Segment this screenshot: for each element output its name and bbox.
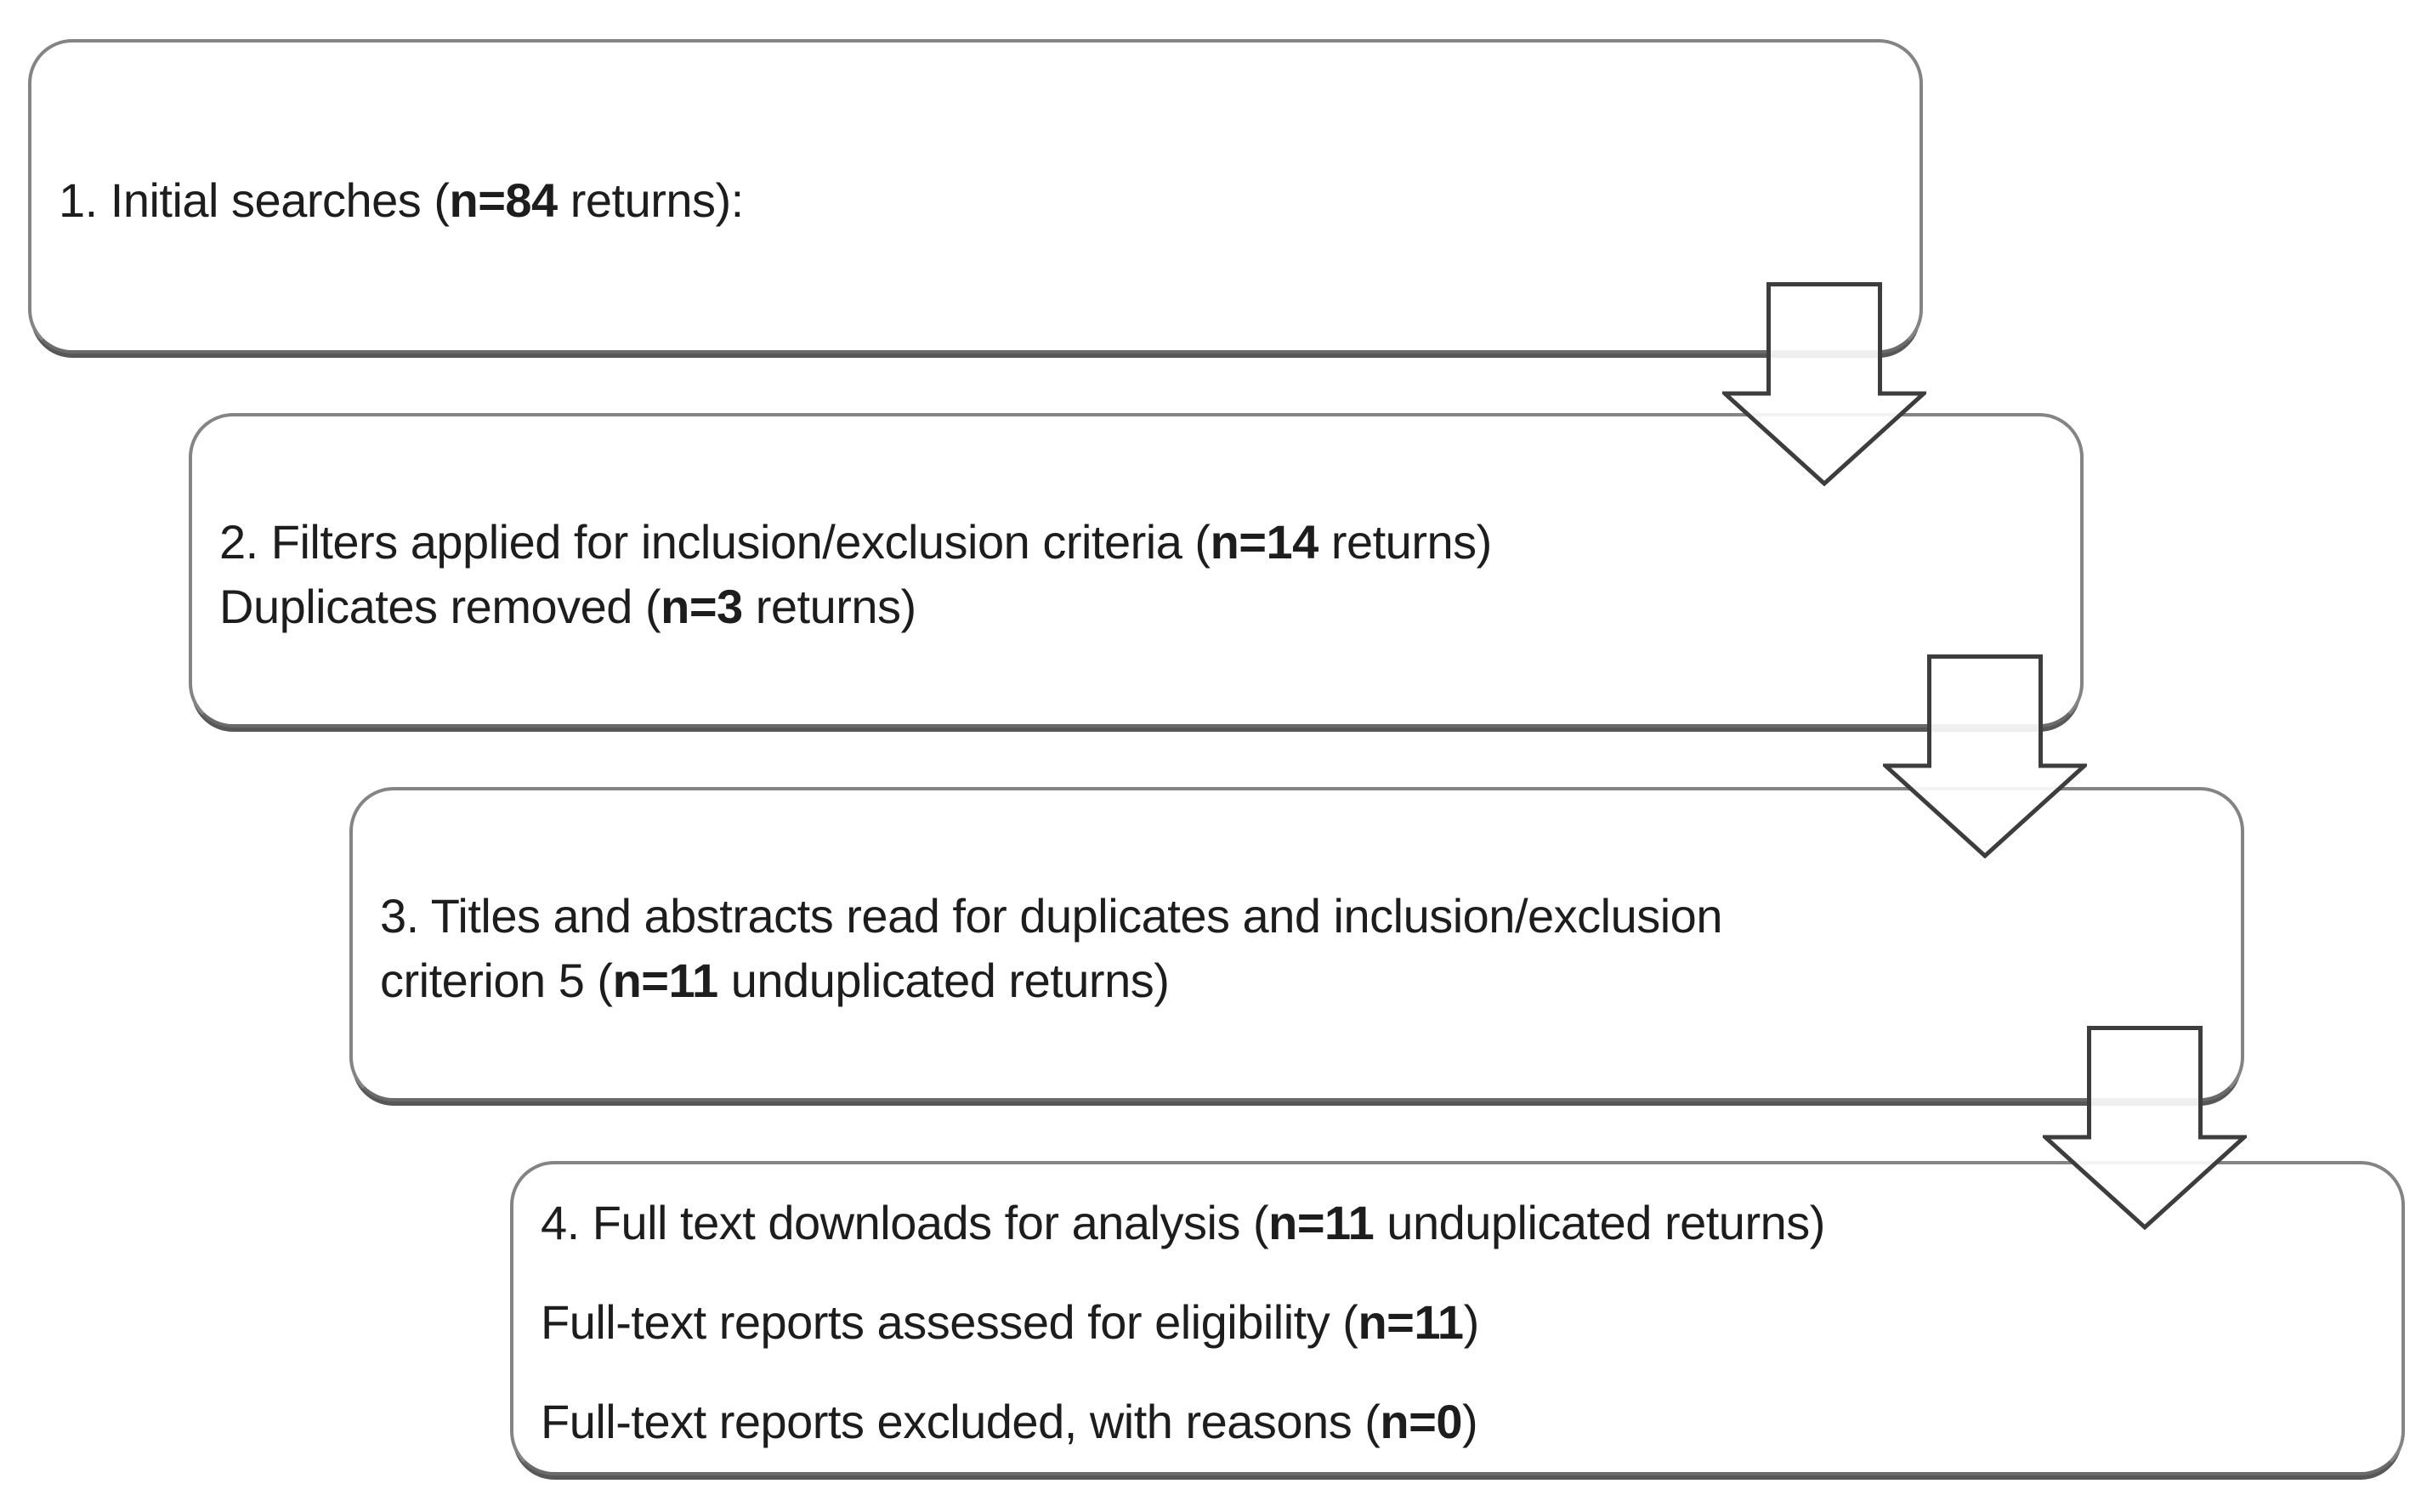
text-run: criterion 5 ( [380, 954, 613, 1007]
text-run: returns): [557, 173, 745, 227]
box-4-text: 4. Full text downloads for analysis (n=1… [541, 1191, 2359, 1454]
down-arrow-icon [2043, 1026, 2247, 1230]
box-text-line: 1. Initial searches (n=84 returns): [59, 173, 1877, 228]
box-2-text: 2. Filters applied for inclusion/exclusi… [219, 510, 2038, 639]
text-run-bold: n=11 [612, 954, 719, 1007]
text-run: unduplicated returns) [717, 954, 1170, 1007]
box-text-line: 4. Full text downloads for analysis (n=1… [541, 1191, 2359, 1255]
text-run: Full-text reports excluded, with reasons… [541, 1395, 1381, 1448]
text-run-bold: n=84 [449, 173, 558, 227]
box-text-line: 3. Titles and abstracts read for duplica… [380, 884, 2198, 949]
down-arrow-icon [1722, 282, 1926, 486]
text-run: 1. Initial searches ( [59, 173, 450, 227]
text-run-bold: n=14 [1210, 515, 1319, 569]
box-text-line: 2. Filters applied for inclusion/exclusi… [219, 510, 2038, 575]
text-run: 3. Titles and abstracts read for duplica… [380, 889, 1722, 943]
box-text-line: criterion 5 (n=11 unduplicated returns) [380, 949, 2198, 1013]
box-1-text: 1. Initial searches (n=84 returns): [59, 173, 1877, 228]
text-run-bold: n=3 [661, 580, 743, 633]
box-text-line: Full-text reports assessed for eligibili… [541, 1290, 2359, 1355]
text-run: returns) [742, 580, 916, 633]
flow-box-3: 3. Titles and abstracts read for duplica… [349, 787, 2244, 1101]
box-text-line: Duplicates removed (n=3 returns) [219, 575, 2038, 639]
text-run: Full-text reports assessed for eligibili… [541, 1295, 1358, 1349]
text-run: 4. Full text downloads for analysis ( [541, 1196, 1269, 1249]
text-run-bold: n=0 [1380, 1395, 1462, 1448]
text-run: Duplicates removed ( [219, 580, 661, 633]
box-text-line: Full-text reports excluded, with reasons… [541, 1390, 2359, 1454]
text-run: 2. Filters applied for inclusion/exclusi… [219, 515, 1211, 569]
text-run-bold: n=11 [1268, 1196, 1375, 1249]
flow-box-1: 1. Initial searches (n=84 returns): [28, 39, 1923, 354]
text-run-bold: n=11 [1358, 1295, 1464, 1349]
text-run: ) [1463, 1295, 1480, 1349]
text-run: unduplicated returns) [1374, 1196, 1825, 1249]
flow-box-4: 4. Full text downloads for analysis (n=1… [510, 1161, 2405, 1475]
down-arrow-icon [1883, 654, 2087, 858]
text-run: ) [1461, 1395, 1478, 1448]
text-run: returns) [1318, 515, 1492, 569]
box-3-text: 3. Titles and abstracts read for duplica… [380, 884, 2198, 1013]
flow-box-2: 2. Filters applied for inclusion/exclusi… [189, 413, 2084, 728]
